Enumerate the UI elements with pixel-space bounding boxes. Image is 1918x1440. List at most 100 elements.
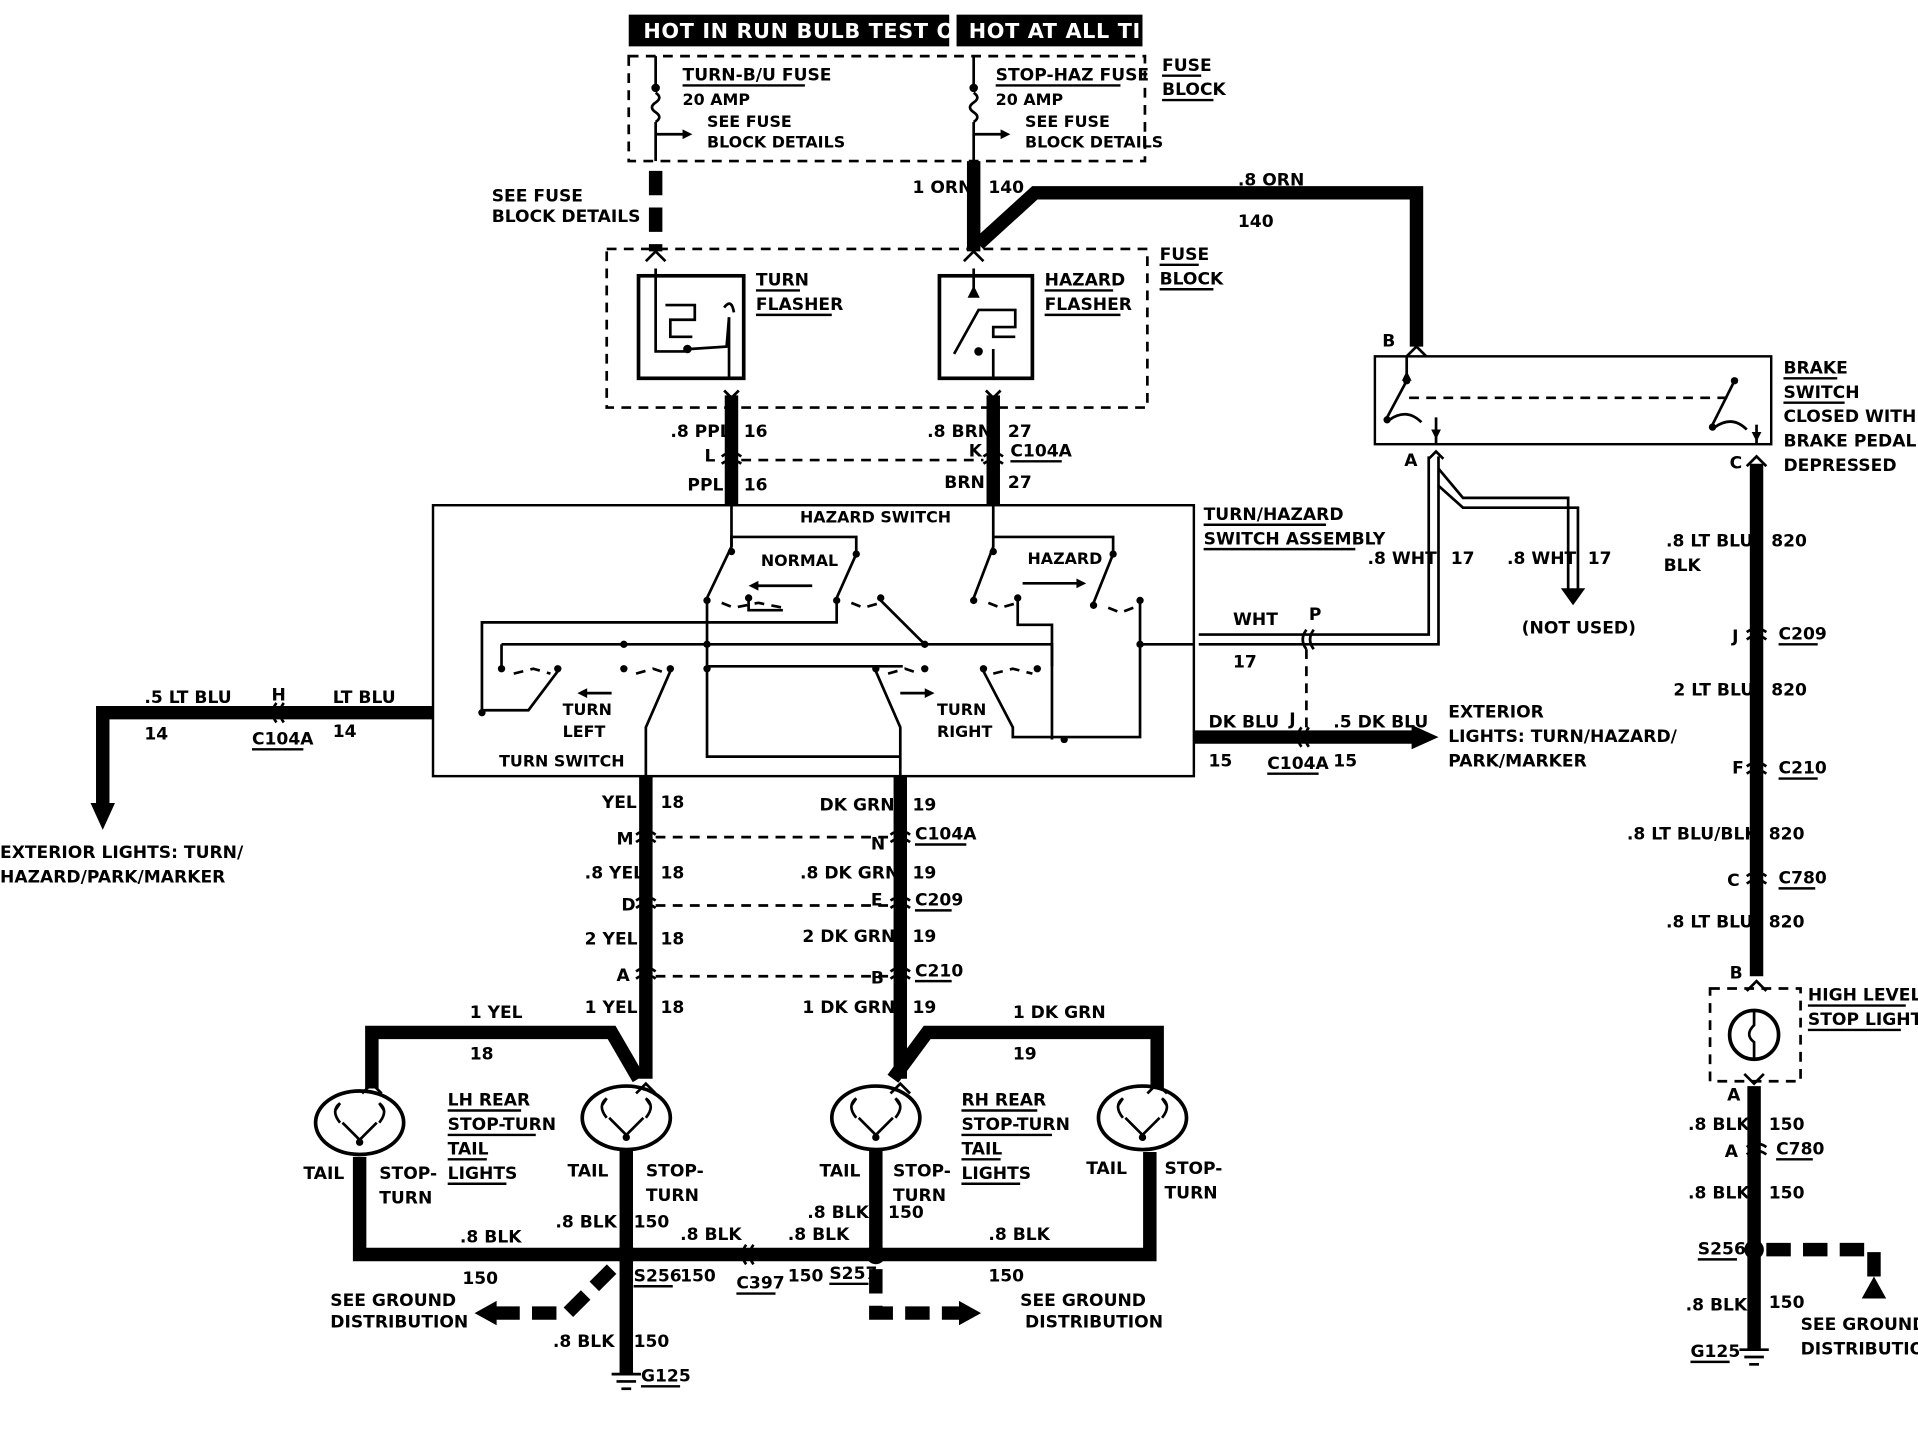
rh-rear-label-4: LIGHTS xyxy=(961,1164,1031,1184)
rh-branch-wire: 1 DK GRN xyxy=(1013,1003,1106,1023)
lamp-bulb-icon xyxy=(1096,1084,1189,1152)
brake-pin-b: B xyxy=(1382,332,1395,352)
gnd-blk-2: .8 BLK xyxy=(555,1213,617,1233)
right-conn-3: C210 xyxy=(915,961,963,981)
brake-switch-box xyxy=(1373,355,1773,446)
arrow-right-icon xyxy=(1411,724,1439,750)
brake-desc-1: CLOSED WITH xyxy=(1783,407,1916,427)
wire-08-wht-label-b: .8 WHT xyxy=(1507,549,1577,569)
left-circuit-2: 18 xyxy=(661,864,685,884)
hs-conn-c210: C210 xyxy=(1779,759,1827,779)
exterior-right-3: PARK/MARKER xyxy=(1448,751,1586,771)
left-circuit-3: 18 xyxy=(661,930,685,950)
wire-08-brn-label: .8 BRN xyxy=(927,422,992,442)
hs-blk-c: .8 BLK xyxy=(1686,1296,1748,1316)
wire-ground-dist-left xyxy=(494,1264,617,1320)
hs-wire-3: .8 LT BLU/BLK xyxy=(1627,825,1759,845)
turn-fuse-element-icon xyxy=(650,91,661,124)
gnd-150-6: 150 xyxy=(988,1266,1024,1286)
exterior-left-1: EXTERIOR LIGHTS: TURN/ xyxy=(0,843,244,863)
lamp-rh-stop xyxy=(829,1084,922,1152)
gnd-150-7: 150 xyxy=(634,1332,670,1352)
lamp-lh-tail xyxy=(313,1089,406,1157)
pin-p-label: P xyxy=(1309,605,1322,625)
hs-pin-a: A xyxy=(1727,1086,1741,1106)
left-pin-a: A xyxy=(616,966,630,986)
wire-blk-ground-bus xyxy=(352,1152,1157,1262)
wire-brn-label: BRN xyxy=(944,473,985,493)
hs-conn-c780: C780 xyxy=(1779,869,1827,889)
gnd-blk-6: .8 BLK xyxy=(988,1225,1050,1245)
hs-150-b: 150 xyxy=(1769,1183,1805,1203)
connector-chevron xyxy=(644,249,667,263)
hs-150-a: 150 xyxy=(1769,1115,1805,1135)
connector-p-icon xyxy=(1301,628,1315,651)
pin-k-label: K xyxy=(969,441,983,461)
hs-pin-a2: A xyxy=(1725,1142,1739,1162)
hs-circuit-4: 820 xyxy=(1769,912,1805,932)
lamp3-stop-label-2: TURN xyxy=(893,1186,946,1206)
high-stop-label-2: STOP LIGHT xyxy=(1808,1010,1918,1030)
turn-flasher-internals-icon xyxy=(654,268,685,353)
hs-blk-a: .8 BLK xyxy=(1688,1115,1750,1135)
connector-c104a-top: C104A xyxy=(1010,441,1072,461)
circuit-17-label-b: 17 xyxy=(1588,549,1612,569)
lh-rear-label-4: LIGHTS xyxy=(448,1164,518,1184)
hs-pin-f: F xyxy=(1732,759,1744,779)
right-circuit-4: 19 xyxy=(913,998,937,1018)
exterior-right-1: EXTERIOR xyxy=(1448,703,1544,723)
wire-140-label-b: 140 xyxy=(1238,212,1274,232)
hs-see-ground-2: DISTRIBUTION xyxy=(1801,1340,1918,1360)
rh-rear-label-1: RH REAR xyxy=(961,1091,1046,1111)
gnd-blk-4: .8 BLK xyxy=(788,1225,850,1245)
lamp2-stop-label-1: STOP- xyxy=(646,1161,704,1181)
stop-fuse-rating: 20 AMP xyxy=(996,90,1063,109)
hs-pin-c: C xyxy=(1727,871,1740,891)
wire-wht-not-used xyxy=(1437,467,1580,591)
left-wire-2: .8 YEL xyxy=(585,864,644,884)
right-circuit-2: 19 xyxy=(913,864,937,884)
switch-assembly-label-1: TURN/HAZARD xyxy=(1204,505,1344,525)
top-fuse-block-outline xyxy=(627,54,1147,163)
left-wire-1: YEL xyxy=(601,793,637,813)
turn-left-label-2: LEFT xyxy=(563,722,606,741)
lamp-lh-stop xyxy=(580,1084,673,1152)
wire-wht-double xyxy=(1198,456,1440,646)
hot-at-all-times-bar xyxy=(956,14,1143,47)
rh-rear-label-3: TAIL xyxy=(961,1139,1002,1159)
hs-see-ground-1: SEE GROUND xyxy=(1801,1315,1918,1335)
wire-dk-blu-label: DK BLU xyxy=(1209,712,1280,732)
brake-pin-c: C xyxy=(1730,454,1743,474)
lh-rear-label-1: LH REAR xyxy=(448,1091,530,1111)
see-ground-right-2: DISTRIBUTION xyxy=(1025,1313,1163,1333)
lamp3-stop-label-1: STOP- xyxy=(893,1161,951,1181)
gnd-150-3: 150 xyxy=(888,1203,924,1223)
circuit-15-label-a: 15 xyxy=(1209,751,1233,771)
wire-ground-dist-right xyxy=(869,1269,960,1320)
turn-fuse-name: TURN-B/U FUSE xyxy=(683,66,832,86)
circuit-14-label-a: 14 xyxy=(144,725,168,745)
lamp1-tail-label: TAIL xyxy=(303,1164,344,1184)
arrow-up-icon xyxy=(1861,1276,1887,1299)
circuit-27-label-a: 27 xyxy=(1008,422,1032,442)
turn-left-label-1: TURN xyxy=(563,700,612,719)
connector-j-icon xyxy=(1296,726,1310,748)
turn-right-label-2: RIGHT xyxy=(937,722,993,741)
turn-flasher-label-1: TURN xyxy=(756,271,809,291)
lamp4-tail-label: TAIL xyxy=(1086,1159,1127,1179)
hazard-flasher-label-1: HAZARD xyxy=(1045,271,1126,291)
wire-05-lt-blu-label: .5 LT BLU xyxy=(144,688,231,708)
stop-fuse-note-2: BLOCK DETAILS xyxy=(1025,133,1163,152)
right-pin-e: E xyxy=(871,891,883,911)
circuit-17-label-a: 17 xyxy=(1451,549,1475,569)
high-stop-label-1: HIGH LEVEL xyxy=(1808,986,1918,1006)
mid-fuse-block: FUSE BLOCK TURN FLASHER HAZARD FLASHER xyxy=(605,245,1224,409)
gnd-150-2: 150 xyxy=(634,1213,670,1233)
mid-fuse-block-label-1: FUSE xyxy=(1160,245,1210,265)
wire-wht-label: WHT xyxy=(1233,610,1278,630)
switch-assembly-box xyxy=(431,504,1196,778)
turn-hazard-switch-assembly: TURN/HAZARD SWITCH ASSEMBLY HAZARD SWITC… xyxy=(431,504,1386,778)
lh-rear-label-2: STOP-TURN xyxy=(448,1115,556,1135)
see-ground-left-2: DISTRIBUTION xyxy=(330,1313,468,1333)
